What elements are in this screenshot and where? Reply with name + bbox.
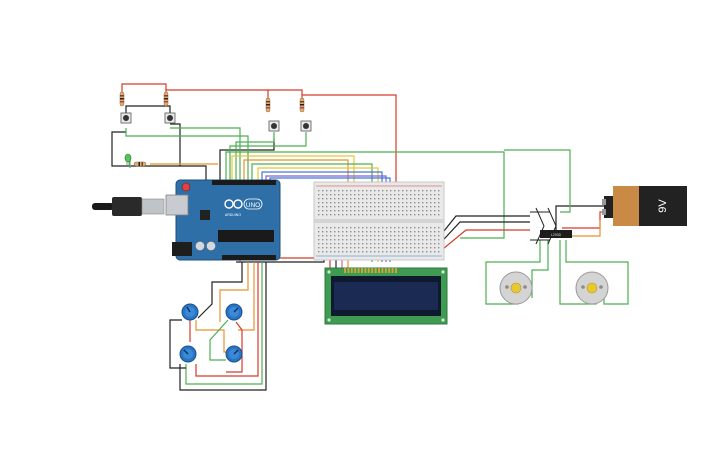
resistor[interactable] — [163, 91, 169, 107]
wire[interactable] — [197, 262, 243, 319]
wire[interactable] — [179, 262, 267, 391]
push-button[interactable] — [120, 112, 132, 124]
reset-button[interactable] — [181, 182, 191, 192]
wire[interactable] — [226, 321, 243, 373]
wire[interactable] — [431, 221, 530, 253]
resistor[interactable] — [299, 97, 305, 113]
board-logo-text: UNO — [246, 202, 260, 209]
wire[interactable] — [566, 220, 601, 237]
wire[interactable] — [225, 151, 505, 239]
breadboard-holes — [318, 190, 440, 253]
wire[interactable] — [219, 262, 249, 322]
battery-voltage-label: 9V — [657, 199, 669, 213]
microcontroller-chip — [218, 230, 274, 242]
dc-motor[interactable] — [499, 271, 533, 305]
wire[interactable] — [166, 89, 269, 100]
wire[interactable] — [219, 138, 275, 180]
motor-driver-chip[interactable]: L293D — [530, 207, 572, 245]
wire[interactable] — [111, 131, 180, 167]
wire[interactable] — [121, 83, 167, 98]
resistor[interactable] — [265, 97, 271, 113]
wire[interactable] — [268, 89, 303, 100]
power-jack — [172, 242, 192, 256]
wire[interactable] — [565, 240, 629, 305]
wire[interactable] — [238, 262, 255, 331]
wire[interactable] — [170, 127, 241, 180]
wire[interactable] — [555, 205, 606, 232]
push-button[interactable] — [164, 112, 176, 124]
push-button[interactable] — [268, 120, 280, 132]
push-buttons — [120, 112, 312, 132]
wire[interactable] — [170, 123, 207, 180]
usb-port — [165, 194, 189, 216]
digital-header — [212, 180, 276, 185]
wire[interactable] — [431, 229, 530, 259]
wire[interactable] — [209, 319, 229, 361]
arduino-uno-board[interactable]: UNO ARDUINO — [165, 179, 281, 261]
potentiometer[interactable] — [225, 345, 243, 363]
arduino-logo-icon — [224, 199, 243, 209]
dc-motor[interactable] — [575, 271, 609, 305]
wire[interactable] — [431, 215, 530, 247]
push-button[interactable] — [300, 120, 312, 132]
analog-header — [222, 255, 276, 260]
wire[interactable] — [125, 105, 171, 118]
potentiometer[interactable] — [181, 303, 199, 321]
resistor[interactable] — [119, 91, 125, 107]
board-brand-text: ARDUINO — [225, 213, 241, 217]
wire[interactable] — [125, 128, 249, 180]
wire[interactable] — [504, 149, 571, 213]
breadboard[interactable] — [313, 181, 445, 261]
wire[interactable] — [169, 319, 186, 369]
wire[interactable] — [195, 262, 259, 377]
potentiometer[interactable] — [179, 345, 197, 363]
wire[interactable] — [185, 262, 263, 385]
resistor[interactable] — [133, 161, 147, 167]
battery-9v[interactable]: 9V — [602, 186, 687, 226]
wire[interactable] — [243, 159, 349, 198]
wire[interactable] — [235, 132, 275, 180]
wire[interactable] — [302, 94, 397, 185]
lcd-display[interactable] — [324, 267, 448, 325]
usb-cable[interactable] — [92, 197, 165, 216]
wire[interactable] — [562, 211, 608, 229]
potentiometers — [179, 303, 243, 363]
led[interactable] — [124, 153, 132, 167]
potentiometer[interactable] — [225, 303, 243, 321]
lcd-pins — [344, 268, 397, 273]
wire[interactable] — [229, 132, 307, 180]
driver-chip-label: L293D — [551, 233, 562, 237]
